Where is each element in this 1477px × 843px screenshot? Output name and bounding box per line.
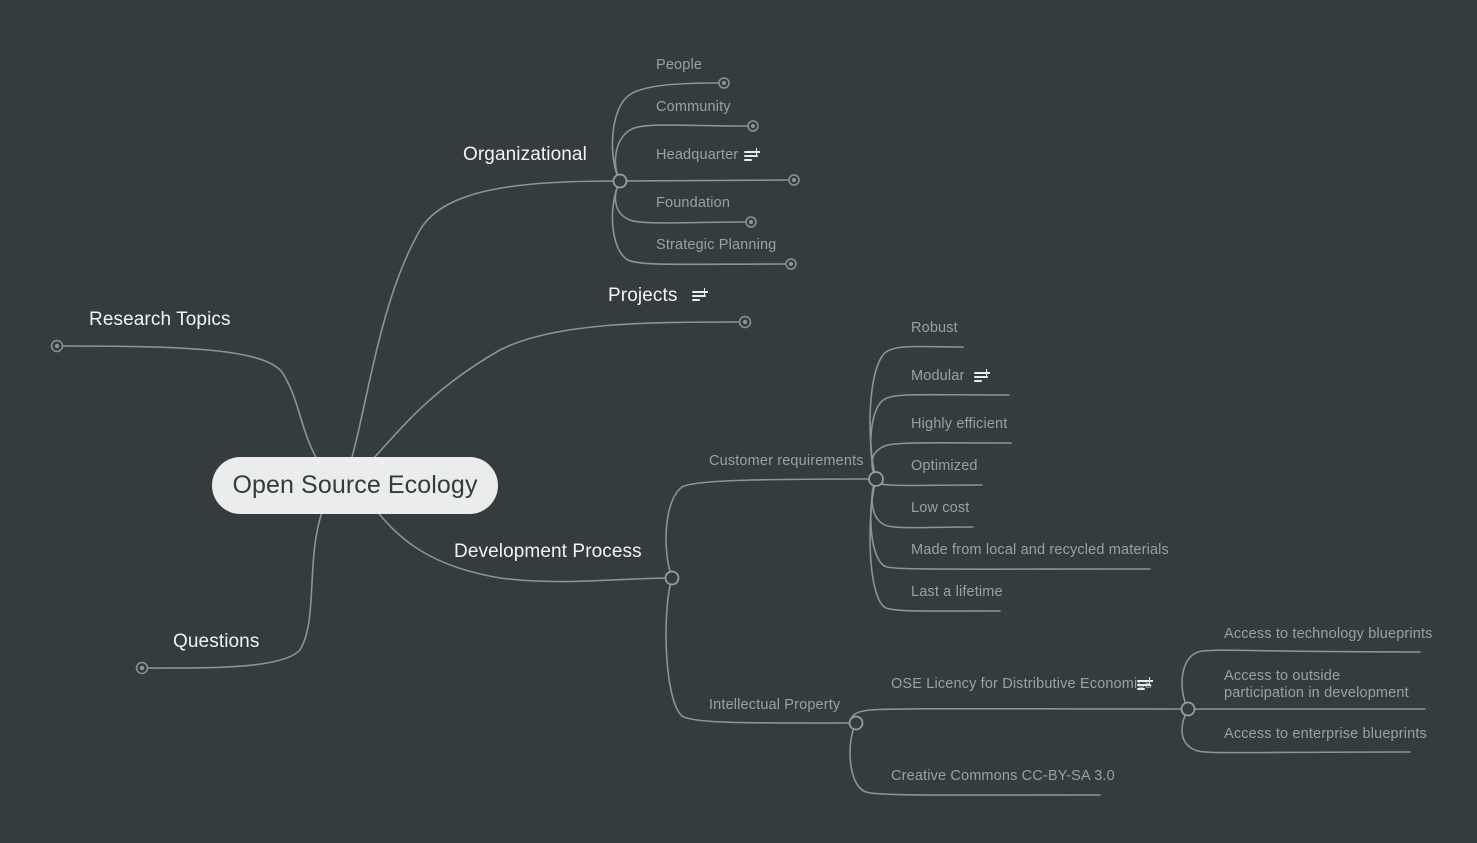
child-label-robust[interactable]: Robust [911,320,958,336]
child-label-strategic-planning[interactable]: Strategic Planning [656,237,777,253]
child-label-access-technology-blueprints[interactable]: Access to technology blueprints [1224,626,1433,642]
notes-add-icon-projects[interactable] [692,288,708,302]
child-label-headquarter[interactable]: Headquarter [656,147,739,163]
child-label-made-from-local-and-recycled-materials[interactable]: Made from local and recycled materials [911,542,1169,558]
child-label-access-outside-participation[interactable]: Access to outside participation in devel… [1224,668,1409,701]
subhub-label-intellectual-property[interactable]: Intellectual Property [709,697,841,713]
child-label-community[interactable]: Community [656,99,731,115]
branch-label-organizational[interactable]: Organizational [463,144,587,165]
branch-label-research-topics[interactable]: Research Topics [89,309,231,330]
child-label-access-enterprise-blueprints[interactable]: Access to enterprise blueprints [1224,726,1427,742]
child-label-highly-efficient[interactable]: Highly efficient [911,416,1008,432]
notes-add-icon-modular[interactable] [974,369,990,383]
child-label-foundation[interactable]: Foundation [656,195,731,211]
root-node[interactable]: Open Source Ecology [212,457,498,514]
subhub-label-customer-requirements[interactable]: Customer requirements [709,453,864,469]
notes-add-icon-headquarter[interactable] [744,148,760,162]
child-label-ose-licency[interactable]: OSE Licency for Distributive Economics [891,676,1153,692]
root-node-label: Open Source Ecology [232,471,478,499]
child-label-low-cost[interactable]: Low cost [911,500,970,516]
child-label-modular[interactable]: Modular [911,368,965,384]
child-label-last-a-lifetime[interactable]: Last a lifetime [911,584,1003,600]
child-label-people[interactable]: People [656,57,703,73]
branch-label-projects[interactable]: Projects [608,285,678,306]
child-label-creative-commons[interactable]: Creative Commons CC-BY-SA 3.0 [891,768,1115,784]
child-label-optimized[interactable]: Optimized [911,458,978,474]
notes-add-icon-ose-licency[interactable] [1137,677,1153,691]
branch-label-development-process[interactable]: Development Process [454,541,642,562]
branch-label-questions[interactable]: Questions [173,631,260,652]
